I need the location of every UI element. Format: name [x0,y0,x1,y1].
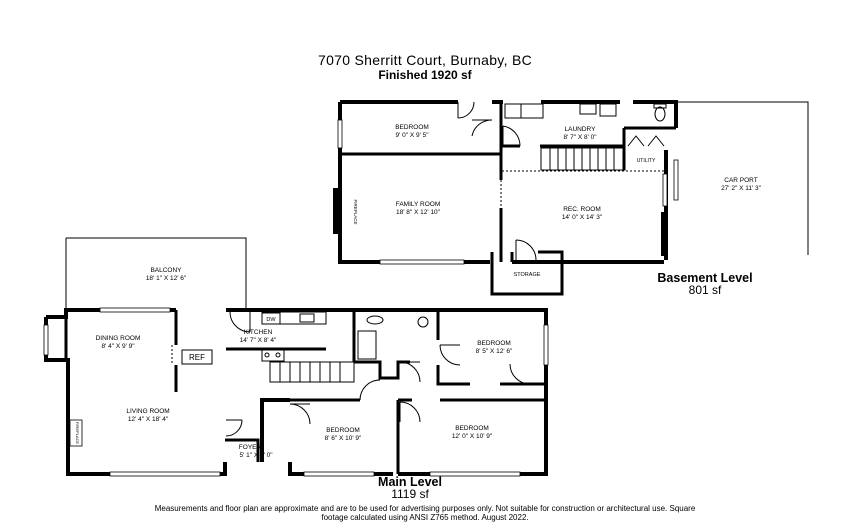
basement-laundry-door [471,119,493,137]
laundry-dims: 8' 7" X 8' 0" [563,134,597,141]
storage-label: STORAGE [514,272,541,278]
basement-stairs [540,147,626,171]
bedroom2-label: BEDROOM [326,427,360,434]
main-fireplace [69,419,83,447]
dining-room-label: DINING ROOM [96,335,141,342]
main-fireplace-label: FIREPLACE [75,422,80,445]
foyer-dims: 5' 1" X 4' 0" [239,452,273,459]
basement-fireplace-label: FIREPLACE [353,199,358,224]
bedroom1-door [439,344,461,366]
kitchen-sink [299,313,315,323]
rec-room-right-block [661,212,668,256]
main-level-title: Main Level [378,475,442,489]
bedroom2-dims: 8' 6" X 10' 9" [325,435,362,442]
living-room-window [109,471,221,477]
basement-bedroom-dims: 9' 0" X 9' 5" [395,132,429,139]
bedroom3-door [399,401,421,423]
hall-door [359,379,381,401]
main-level-sf: 1119 sf [391,487,429,501]
disclaimer-line-1: Measurements and floor plan are approxim… [154,504,696,513]
refrigerator [181,349,213,365]
balcony-slider [99,307,171,313]
basement-plan [333,100,809,296]
rec-room-window [662,173,668,207]
main-plan [43,237,549,477]
bedroom2-window [303,471,375,477]
property-address: 7070 Sherritt Court, Burnaby, BC [318,52,532,68]
storage-walls [490,250,564,296]
rec-room-label: REC. ROOM [563,206,601,213]
basement-toilet [654,106,666,122]
main-toilet [366,315,384,325]
family-room-label: FAMILY ROOM [396,201,441,208]
basement-fireplace-block [333,188,341,234]
living-room-label: LIVING ROOM [126,408,169,415]
bedroom1-walls [436,310,546,386]
stove [261,348,285,362]
basement-outer-wall [338,100,678,264]
main-outer-wall [44,308,548,476]
basement-level-sf: 801 sf [688,283,722,297]
utility-bifold-door [627,135,665,147]
disclaimer-line-2: footage calculated using ANSI Z765 metho… [321,513,529,522]
carport-dims: 27' 2" X 11' 3" [721,185,762,192]
bedroom3-label: BEDROOM [455,425,489,432]
basement-bedroom-label: BEDROOM [395,124,429,131]
balcony-dims: 18' 1" X 12' 6" [146,275,187,282]
finished-area: Finished 1920 sf [378,68,472,82]
laundry-sink [579,103,597,115]
bedroom1-window [543,324,549,366]
disclaimer: Measurements and floor plan are approxim… [20,504,830,522]
balcony-outline [65,237,247,310]
basement-level-title: Basement Level [657,271,753,285]
family-room-dims: 18' 8" X 12' 10" [396,209,441,216]
basement-bath-sink [599,103,617,117]
family-room-window [379,259,465,265]
dining-room-dims: 8' 4" X 9' 9" [101,343,135,350]
laundry-counter [504,103,544,119]
basement-bedroom-window [337,119,343,149]
basement-rec-door [515,239,537,261]
bedroom3-window [429,471,521,477]
laundry-label: LAUNDRY [565,126,597,133]
dishwasher [261,312,281,325]
rec-room-dims: 14' 0" X 14' 3" [562,214,603,221]
basement-laundry-door-2 [502,125,521,147]
bedroom1-dims: 8' 5" X 12' 6" [476,348,513,355]
kitchen-label: KITCHEN [244,329,273,336]
carport-label: CAR PORT [724,177,757,184]
dining-window [43,324,49,356]
main-stairs [269,361,355,383]
carport-window [673,159,679,201]
refrigerator-label: REF [189,353,205,362]
main-bath-sink [417,316,429,328]
living-room-dims: 12' 4" X 18' 4" [128,416,169,423]
bedroom1-closet-door [509,363,531,385]
balcony-door [229,311,251,333]
foyer-closet [225,438,260,462]
bedroom3-dims: 12' 0" X 10' 9" [452,433,493,440]
bedroom1-label: BEDROOM [477,340,511,347]
foyer-label: FOYER [239,444,262,451]
kitchen-dims: 14' 7" X 8' 4" [240,337,277,344]
utility-label: UTILITY [637,158,656,164]
dishwasher-label: DW [266,317,276,323]
balcony-label: BALCONY [150,267,182,274]
front-door [225,419,243,437]
basement-bedroom-door [457,101,475,119]
basement-toilet-tank [653,103,667,109]
bathtub [357,330,377,360]
laundry-washer [504,103,522,119]
bathroom-door [399,361,421,383]
carport-outline [676,101,809,255]
bedroom2-door [289,403,311,425]
